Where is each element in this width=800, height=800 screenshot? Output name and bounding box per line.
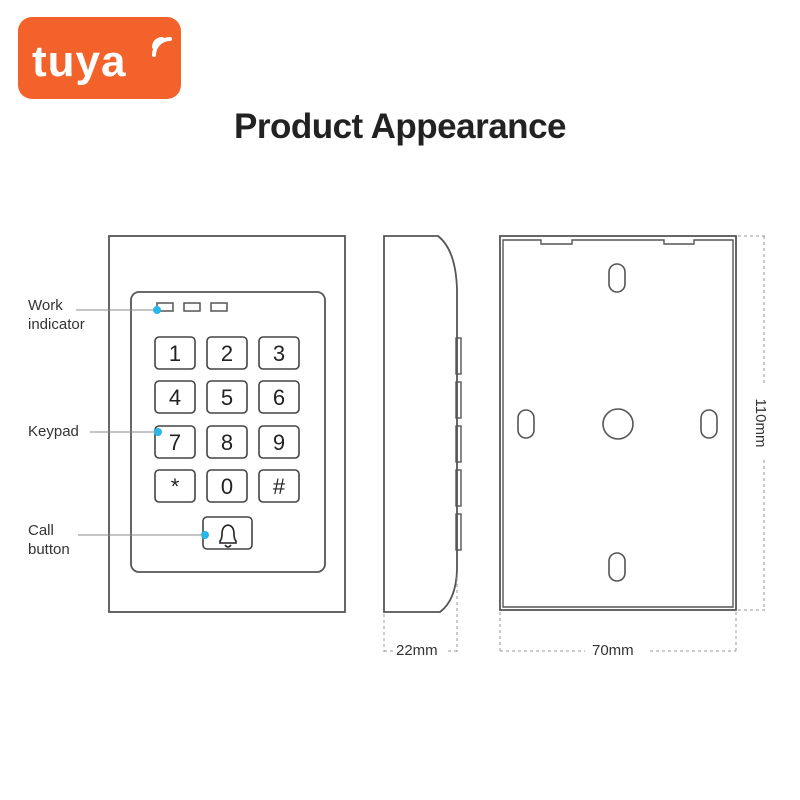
mounting-hole xyxy=(517,409,535,439)
indicator-led xyxy=(183,302,201,312)
key-2: 2 xyxy=(206,336,248,370)
key-label: 9 xyxy=(273,430,285,455)
key-6: 6 xyxy=(258,380,300,414)
back-view: 110mm xyxy=(499,235,769,652)
call-callout-dot xyxy=(201,531,209,539)
key-9: 9 xyxy=(258,425,300,459)
key-4: 4 xyxy=(154,380,196,414)
call-button-label-line1: Call xyxy=(28,522,54,539)
call-button-label: Call button xyxy=(28,521,70,559)
width-dimension-label: 70mm xyxy=(592,642,634,659)
key-hash: # xyxy=(258,469,300,503)
indicator-led xyxy=(210,302,228,312)
height-dimension-label: 110mm xyxy=(752,399,769,448)
tuya-logo: tuya xyxy=(18,17,181,99)
key-label: 5 xyxy=(221,385,233,410)
key-1: 1 xyxy=(154,336,196,370)
page-title: Product Appearance xyxy=(233,107,567,146)
key-3: 3 xyxy=(258,336,300,370)
key-star: * xyxy=(154,469,196,503)
work-indicator-label: Work indicator xyxy=(28,296,85,334)
key-0: 0 xyxy=(206,469,248,503)
depth-dimension-label: 22mm xyxy=(396,642,438,659)
mounting-hole xyxy=(700,409,718,439)
call-button-label-line2: button xyxy=(28,541,70,558)
key-8: 8 xyxy=(206,425,248,459)
keypad-callout-dot xyxy=(154,428,162,436)
key-label: 0 xyxy=(221,474,233,499)
key-label: # xyxy=(273,474,286,499)
key-label: 8 xyxy=(221,430,233,455)
front-view: 1 2 3 4 5 6 7 8 9 * 0 # xyxy=(108,235,346,613)
keypad: 1 2 3 4 5 6 7 8 9 * 0 # xyxy=(154,336,300,503)
mounting-hole xyxy=(608,552,626,582)
key-label: 6 xyxy=(273,385,285,410)
key-label: 1 xyxy=(169,341,181,366)
key-7: 7 xyxy=(154,425,196,459)
key-5: 5 xyxy=(206,380,248,414)
work-indicator-label-line2: indicator xyxy=(28,316,85,333)
cable-hole xyxy=(602,408,634,440)
side-housing xyxy=(383,235,458,613)
indicator-callout-dot xyxy=(153,306,161,314)
mounting-hole xyxy=(608,263,626,293)
back-housing xyxy=(499,235,737,611)
svg-text:tuya: tuya xyxy=(32,37,126,86)
bell-icon xyxy=(219,524,237,548)
key-label: 2 xyxy=(221,341,233,366)
key-label: * xyxy=(171,474,180,499)
work-indicator-label-line1: Work xyxy=(28,297,63,314)
key-label: 3 xyxy=(273,341,285,366)
keypad-label: Keypad xyxy=(28,423,79,440)
callouts xyxy=(76,306,209,539)
side-view xyxy=(383,235,462,652)
call-button xyxy=(202,516,253,550)
tuya-logo-mark: tuya xyxy=(32,37,172,86)
front-housing xyxy=(108,235,346,613)
key-label: 4 xyxy=(169,385,181,410)
key-label: 7 xyxy=(169,430,181,455)
